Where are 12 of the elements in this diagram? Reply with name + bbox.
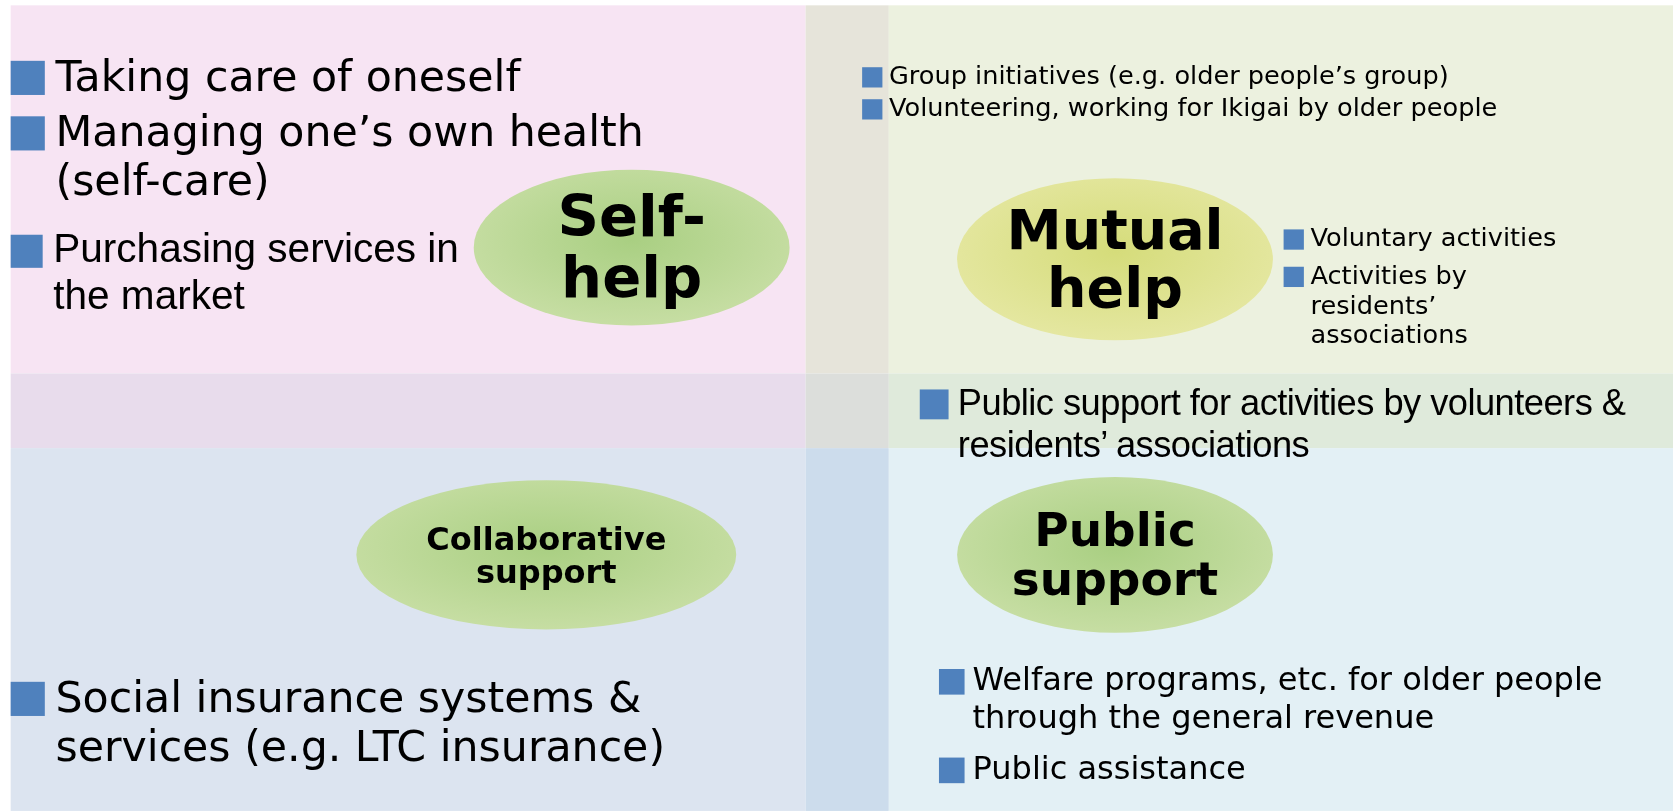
oval-node	[471, 167, 792, 328]
node-label: Public support	[1010, 505, 1220, 605]
node-label: Mutual help	[1005, 201, 1225, 318]
node-label: Collaborative support	[425, 521, 668, 589]
oval-node	[954, 176, 1276, 343]
bullet-item: Welfare programs, etc. for older people through the general revenue	[938, 661, 1667, 736]
bullet-item: Public support for activities by volunteers & residents’ associations	[919, 382, 1673, 466]
bullet-item: Purchasing services in the market	[10, 226, 523, 320]
oval-node	[354, 478, 739, 632]
bullet-item: Activities by residents’ associations	[1283, 261, 1556, 350]
bullet-item: Social insurance systems & services (e.g. LTC insurance)	[10, 672, 760, 771]
oval-node	[954, 474, 1276, 635]
